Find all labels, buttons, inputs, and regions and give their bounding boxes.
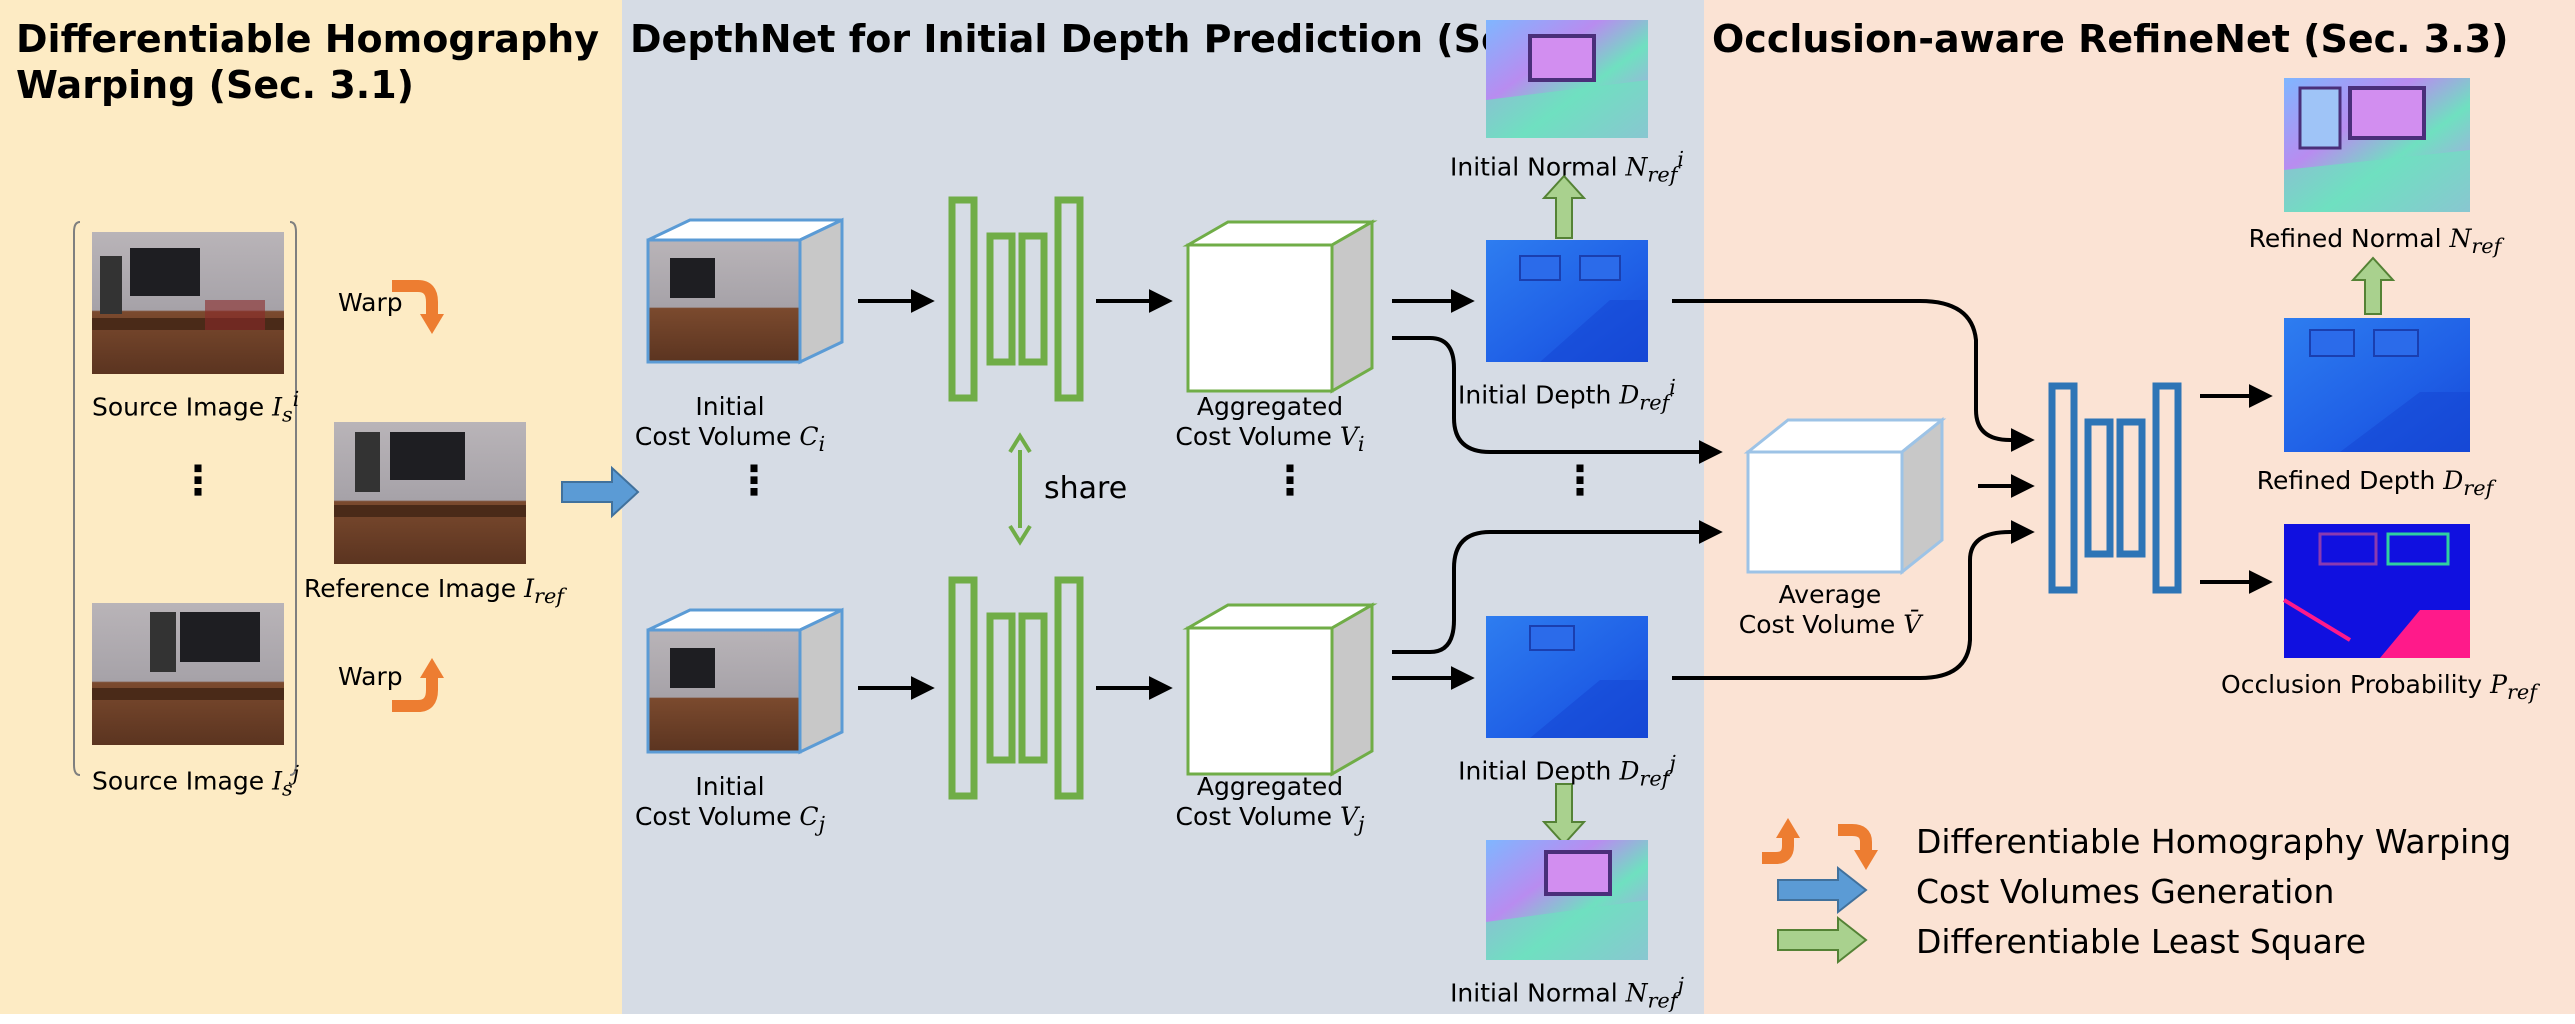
initial-normal-i-label: Initial Normal Nrefi [1450,147,1685,187]
refined-depth-image [2284,318,2470,452]
depth-ellipsis: ⋮ [1560,458,1600,504]
blue-arrow-to-depthnet [561,465,640,519]
initial-depth-j-label: Initial Depth Drefj [1458,751,1676,791]
green-arrow-normal-j [1541,783,1587,846]
warp-arrow-down [392,280,438,316]
cost-volume-ci-label: Initial Cost Volume Ci [634,392,826,456]
cost-volume-cj [646,607,844,755]
warping-title-line2: Warping (Sec. 3.1) [16,63,415,107]
green-arrow-normal-i [1541,174,1587,239]
warping-title: Differentiable Homography Warping (Sec. … [16,16,599,108]
initial-depth-i-label: Initial Depth Drefi [1458,375,1676,415]
average-cost-volume [1743,416,1947,576]
source-ellipsis: ⋮ [178,458,218,504]
legend-cost-text: Cost Volumes Generation [1916,872,2335,911]
share-arrow [1008,432,1032,546]
initial-normal-j-image [1486,840,1648,960]
aggregated-volume-vi [1182,219,1378,394]
initial-depth-j-image [1486,616,1648,738]
refinenet-title: Occlusion-aware RefineNet (Sec. 3.3) [1712,17,2509,61]
aggregated-ellipsis: ⋮ [1270,458,1310,504]
initial-depth-i-image [1486,240,1648,362]
green-arrow-refined-normal [2350,256,2396,315]
warp-arrow-up [392,676,438,712]
aggregated-vi-label: Aggregated Cost Volume Vi [1175,392,1365,456]
legend-least-square-text: Differentiable Least Square [1916,922,2367,961]
depthnet-encoder-top [948,196,1084,402]
source-image-i-label: Source Image Isi [92,387,300,427]
cost-volume-ellipsis: ⋮ [734,458,774,504]
warping-title-line1: Differentiable Homography [16,17,599,61]
cost-volume-ci [646,217,844,365]
legend-cost-icon [1777,865,1868,915]
cost-volume-cj-label: Initial Cost Volume Cj [634,772,826,836]
initial-normal-i-image [1486,20,1648,138]
legend-least-square-icon [1777,915,1868,965]
depthnet-title: DepthNet for Initial Depth Prediction (S… [630,17,1642,61]
source-image-i [92,232,284,374]
average-cost-volume-label: Average Cost Volume V̄ [1738,580,1922,639]
source-image-j-label: Source Image Isj [92,761,300,801]
legend-warp-icon [1762,818,1878,870]
occlusion-probability-image [2282,524,2470,658]
reference-image [334,422,526,564]
legend-warping-text: Differentiable Homography Warping [1916,822,2512,861]
refined-normal-label: Refined Normal Nref [2248,224,2502,258]
refined-normal-image [2284,78,2470,212]
occlusion-probability-label: Occlusion Probability Pref [2221,670,2537,704]
source-bracket-left [73,221,81,776]
aggregated-volume-vj [1182,602,1378,777]
initial-normal-j-label: Initial Normal Nrefj [1450,973,1684,1013]
reference-image-label: Reference Image Iref [304,574,564,608]
aggregated-vj-label: Aggregated Cost Volume Vj [1175,772,1365,836]
source-bracket-right [289,221,297,776]
warp-label-bottom: Warp [338,662,403,691]
depthnet-encoder-bottom [948,576,1084,800]
refinenet-network [2048,382,2182,594]
share-label: share [1044,471,1128,506]
refined-depth-label: Refined Depth Dref [2256,466,2494,500]
warp-label-top: Warp [338,288,403,317]
source-image-j [92,603,284,745]
